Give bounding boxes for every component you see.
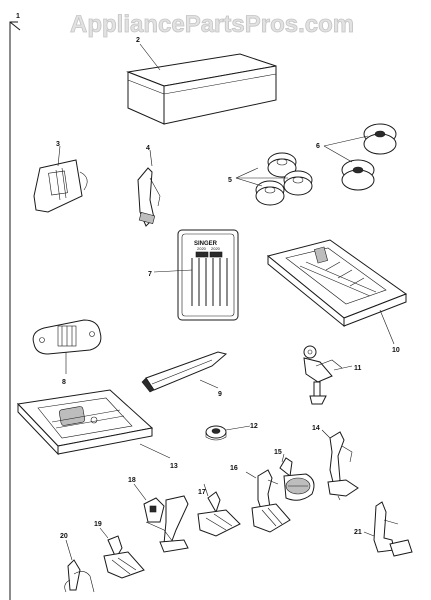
- callout-13: 13: [170, 463, 178, 470]
- part-cloth-plate: [16, 389, 171, 459]
- callout-18: 18: [128, 477, 136, 484]
- callout-labels: 1 2 3 4 5 6 7 8 9 10 11 12 13 14 15 16 1…: [16, 13, 400, 540]
- part-wire-guide: [64, 539, 95, 593]
- package-brand-label: SINGER: [194, 241, 218, 247]
- part-feed-cover-plate: [32, 319, 102, 374]
- needle-size-left: 2020: [197, 246, 207, 251]
- part-straight-stitch-foot: [197, 483, 241, 537]
- watermark-text: AppliancePartsPros.com: [70, 11, 354, 38]
- part-zipper-foot: [99, 527, 145, 579]
- part-blind-stitch-guide: [137, 149, 161, 227]
- part-spool-cap: [205, 425, 251, 441]
- callout-15: 15: [274, 449, 282, 456]
- callout-1: 1: [16, 13, 20, 20]
- part-storage-box: [126, 43, 277, 125]
- callout-11: 11: [354, 365, 362, 372]
- bracket-line: [9, 21, 21, 600]
- callout-6: 6: [316, 143, 320, 150]
- callout-20: 20: [60, 533, 68, 540]
- callout-14: 14: [312, 425, 320, 432]
- part-hemmer-foot: [321, 429, 359, 501]
- callout-21: 21: [354, 529, 362, 536]
- callout-7: 7: [148, 271, 152, 278]
- callout-2: 2: [136, 37, 140, 44]
- part-lint-brush: [141, 351, 228, 393]
- callout-5: 5: [228, 177, 232, 184]
- part-special-purpose-foot: [133, 483, 189, 553]
- part-bobbins-set-b: [323, 123, 397, 191]
- callout-10: 10: [392, 347, 400, 354]
- part-throat-plate-cover: [33, 145, 88, 213]
- part-roller-foot: [279, 453, 315, 501]
- callout-8: 8: [62, 379, 66, 386]
- callout-16: 16: [230, 465, 238, 472]
- callout-4: 4: [146, 145, 150, 152]
- callout-19: 19: [94, 521, 102, 528]
- callout-17: 17: [198, 489, 206, 496]
- part-bobbins-set-a: [235, 152, 313, 206]
- part-needle-package: SINGER 2020 2020: [153, 229, 239, 321]
- callout-3: 3: [56, 141, 60, 148]
- callout-12: 12: [250, 423, 258, 430]
- part-overedge-foot: [245, 469, 291, 533]
- part-shank-adapter: [363, 501, 413, 557]
- part-zigzag-foot: [303, 345, 353, 405]
- part-buttonhole-attachment: [266, 239, 408, 345]
- needle-size-right: 2020: [211, 246, 221, 251]
- callout-9: 9: [218, 391, 222, 398]
